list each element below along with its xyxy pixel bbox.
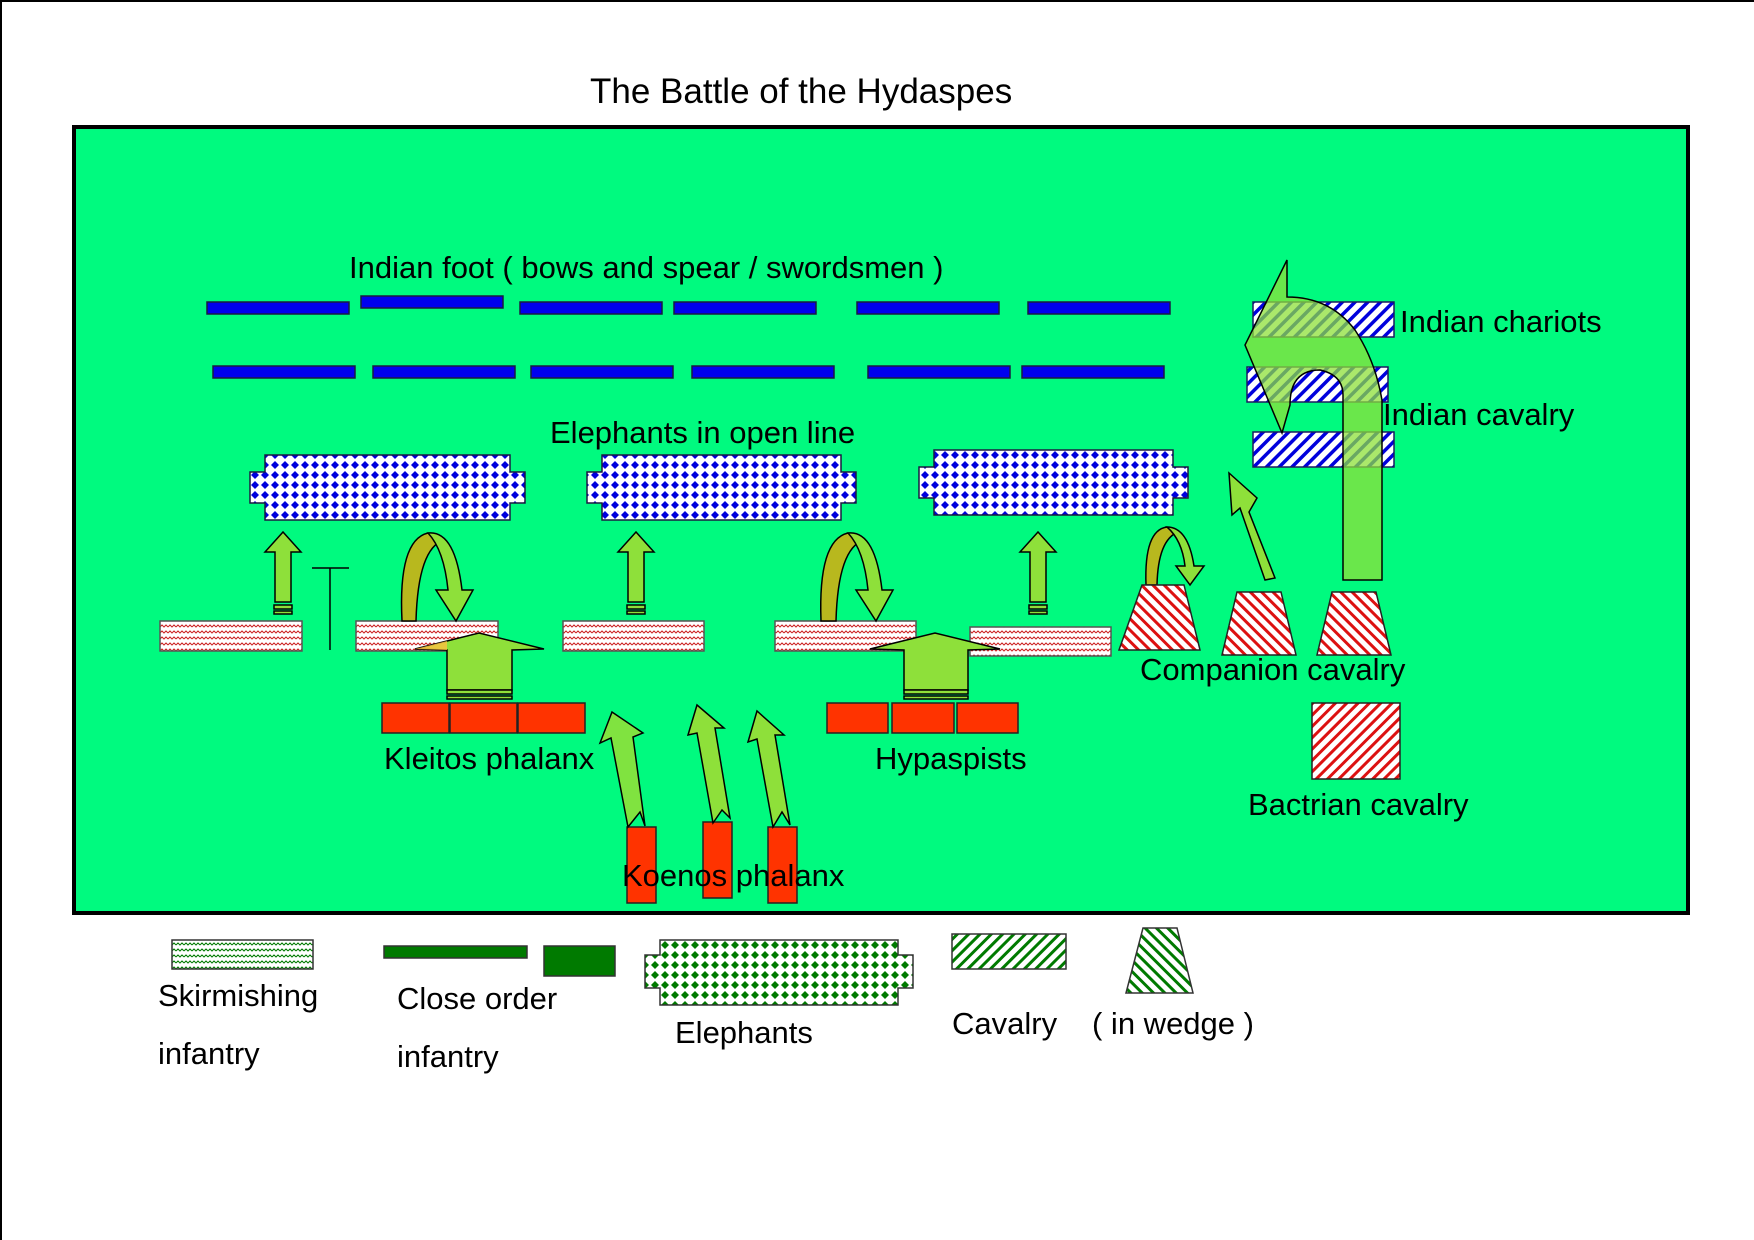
legend-close-order-block (543, 945, 616, 977)
phalanx-advance (414, 632, 1001, 700)
wheel-arrows (400, 526, 1206, 623)
phalanx-block (517, 702, 586, 734)
companion-cavalry (1117, 584, 1392, 656)
legend-skirmish-swatch (171, 939, 314, 970)
label-elephants-open-line: Elephants in open line (550, 415, 855, 450)
diagonal-arrow (598, 710, 646, 829)
phalanx-column (767, 826, 798, 904)
charge-arrow (1228, 471, 1277, 581)
phalanx-block (381, 702, 450, 734)
wide-up-arrow (414, 632, 545, 700)
indian-foot-unit (360, 295, 504, 309)
elephant-block (249, 454, 526, 521)
legend-wedge-swatch (1125, 927, 1194, 994)
phalanx-block (891, 702, 955, 734)
indian-foot-unit (867, 365, 1011, 379)
label-koenos-phalanx: Koenos phalanx (622, 858, 845, 893)
koenos-phalanx (626, 821, 798, 904)
curved-arrow (1145, 526, 1206, 587)
bactrian-cavalry-unit (1311, 702, 1401, 780)
legend-close-order-line (383, 945, 528, 959)
elephant-block (586, 454, 857, 521)
legend-close-order-label: Close order (397, 981, 557, 1016)
diagonal-arrow (746, 709, 791, 830)
indian-foot-unit (372, 365, 516, 379)
up-arrow (263, 530, 303, 615)
cavalry-wedge (1316, 591, 1392, 656)
curved-arrow (819, 532, 895, 623)
indian-foot-unit (673, 301, 817, 315)
label-bactrian-cavalry: Bactrian cavalry (1248, 787, 1469, 822)
cavalry-wedge (1221, 591, 1297, 656)
label-indian-cavalry: Indian cavalry (1383, 397, 1575, 432)
indian-foot-unit (1021, 365, 1165, 379)
indian-foot-unit (856, 301, 1000, 315)
indian-foot-unit (519, 301, 663, 315)
legend: Skirmishing infantry Close order infantr… (158, 927, 1254, 1074)
indian-foot-row-1 (206, 295, 1171, 315)
up-arrow (1018, 530, 1058, 615)
macedonian-skirmishers (159, 620, 1112, 657)
hypaspists (826, 702, 1019, 734)
label-indian-chariots: Indian chariots (1400, 304, 1602, 339)
label-companion-cavalry: Companion cavalry (1140, 652, 1406, 687)
elephant-block (918, 449, 1189, 516)
indian-foot-unit (212, 365, 356, 379)
indian-foot-unit (206, 301, 350, 315)
indian-foot-row-2 (212, 365, 1165, 379)
skirmisher-unit (159, 620, 303, 652)
label-hypaspists: Hypaspists (875, 741, 1027, 776)
skirmisher-unit (969, 626, 1112, 657)
phalanx-block (956, 702, 1019, 734)
indian-foot-unit (1027, 301, 1171, 315)
t-marker (312, 567, 349, 650)
cavalry-sweep-arrow (1244, 259, 1383, 581)
phalanx-column (626, 826, 657, 904)
advance-arrows (263, 530, 1058, 615)
skirmisher-unit (562, 620, 705, 652)
indian-foot-unit (530, 365, 674, 379)
label-indian-foot: Indian foot ( bows and spear / swordsmen… (349, 250, 943, 285)
wide-up-arrow (869, 632, 1001, 700)
legend-cavalry-swatch (951, 933, 1067, 970)
curved-arrow (400, 532, 475, 623)
legend-close-order-label-2: infantry (397, 1039, 499, 1074)
legend-wedge-label: ( in wedge ) (1092, 1006, 1254, 1041)
label-kleitos-phalanx: Kleitos phalanx (384, 741, 595, 776)
indian-foot-unit (691, 365, 835, 379)
diagonal-arrow (686, 703, 732, 825)
diagram-title: The Battle of the Hydaspes (590, 72, 1013, 111)
koenos-arrows (598, 703, 791, 830)
indian-elephants (249, 449, 1189, 521)
kleitos-phalanx (381, 702, 586, 734)
legend-elephants-label: Elephants (675, 1015, 813, 1050)
up-arrow (616, 530, 656, 615)
legend-skirmishing-label: Skirmishing (158, 978, 318, 1013)
cavalry-wedge (1117, 584, 1201, 651)
phalanx-block (449, 702, 518, 734)
legend-skirmishing-label-2: infantry (158, 1036, 260, 1071)
legend-elephant-swatch (644, 939, 914, 1006)
phalanx-column (702, 821, 733, 899)
phalanx-block (826, 702, 889, 734)
legend-cavalry-label: Cavalry (952, 1006, 1058, 1041)
